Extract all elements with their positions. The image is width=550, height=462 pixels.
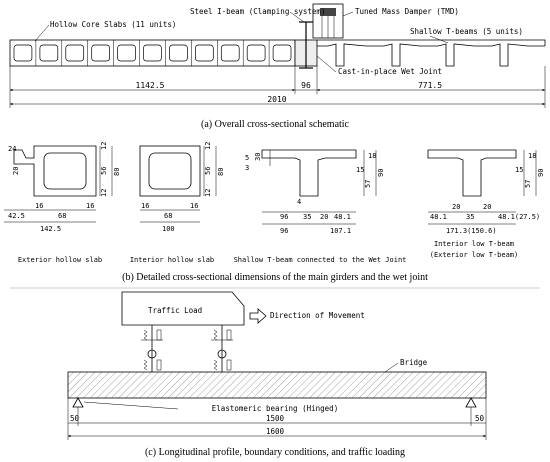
dim-int-16b: 16 <box>190 202 198 210</box>
dim-int-100: 100 <box>162 225 175 233</box>
hollow-cell <box>39 44 59 62</box>
bearing-label: Elastomeric bearing (Hinged) <box>212 404 338 413</box>
dim-st-5: 5 <box>245 154 249 162</box>
hollow-cell <box>91 44 110 62</box>
bridge-label: Bridge <box>400 358 428 367</box>
dim-ext-16a: 16 <box>35 202 43 210</box>
label-ext-t: (Exterior low T-beam) <box>430 251 519 259</box>
longitudinal-profile: Traffic Load Direction of Movement Bridg… <box>67 291 487 458</box>
dim-it-57: 57 <box>524 180 532 188</box>
label-int-t: Interior low T-beam <box>434 240 514 248</box>
hollow-cell <box>246 44 266 62</box>
bridge-girder <box>67 371 487 399</box>
dim-mid: 96 <box>301 81 311 90</box>
support-right <box>465 397 477 408</box>
caption-a: (a) Overall cross-sectional schematic <box>201 119 350 130</box>
dim-it-35: 35 <box>466 213 474 221</box>
label-shallow-t-detail: Shallow T-beam connected to the Wet Join… <box>234 256 407 264</box>
hollow-cell <box>117 44 136 62</box>
dim-ext-56: 56 <box>100 167 108 175</box>
dim-it-18: 18 <box>528 152 536 160</box>
detail-sections: 24 20 12 56 12 80 42.5 16 68 16 142.5 Ex… <box>4 142 545 289</box>
dim-st-20: 20 <box>320 213 328 221</box>
dim-ext-68: 68 <box>58 212 66 220</box>
dim-st-96a: 96 <box>280 213 288 221</box>
interior-hollow-slab: 12 56 12 80 16 68 16 100 Interior hollow… <box>130 142 225 264</box>
dim-ext-16b: 16 <box>86 202 94 210</box>
dim-c-mid: 1500 <box>266 414 285 423</box>
label-steel-ibeam: Steel I-beam (Clamping system) <box>190 7 325 16</box>
dim-ext-425: 42.5 <box>8 212 25 220</box>
hollow-cell <box>220 44 240 62</box>
dim-it-481a: 48.1 <box>430 213 447 221</box>
dim-int-12b: 12 <box>204 189 212 197</box>
hollow-cell <box>13 44 33 62</box>
dim-left: 1142.5 <box>136 81 165 90</box>
suspension-left <box>141 325 163 372</box>
dim-st-481: 48.1 <box>334 213 351 221</box>
dim-ext-20: 20 <box>12 167 20 175</box>
dim-it-15: 15 <box>515 166 523 174</box>
label-wet-joint: Cast-in-place Wet Joint <box>338 67 442 76</box>
caption-c: (c) Longitudinal profile, boundary condi… <box>145 447 405 458</box>
dim-st-35: 35 <box>303 213 311 221</box>
vehicle-body <box>121 291 245 326</box>
overall-dimensions: 1142.5 96 771.5 2010 <box>9 66 546 108</box>
dim-st-57: 57 <box>364 180 372 188</box>
dim-it-481b: 48.1(27.5) <box>498 213 540 221</box>
steel-ibeam <box>299 21 313 69</box>
shallow-t-beams <box>317 39 546 67</box>
dim-it-20a: 20 <box>452 203 460 211</box>
hollow-core-slabs <box>9 39 296 67</box>
label-tmd: Tuned Mass Damper (TMD) <box>355 7 459 16</box>
dim-c-total: 1600 <box>266 427 285 436</box>
dim-ext-12b: 12 <box>100 189 108 197</box>
label-hollow-core: Hollow Core Slabs (11 units) <box>50 20 176 29</box>
dim-ext-24: 24 <box>8 145 16 153</box>
dim-int-56: 56 <box>204 167 212 175</box>
dim-right: 771.5 <box>418 81 442 90</box>
dim-st-30: 30 <box>254 153 262 161</box>
dim-total: 2010 <box>267 95 286 104</box>
direction-label: Direction of Movement <box>270 311 365 320</box>
suspension-right <box>211 325 233 372</box>
dim-st-18: 18 <box>368 152 376 160</box>
hollow-cell <box>169 44 188 62</box>
traffic-load-label: Traffic Load <box>148 306 202 315</box>
overall-section: Hollow Core Slabs (11 units) Steel I-bea… <box>9 3 546 130</box>
dim-int-80: 80 <box>217 168 225 176</box>
interior-low-t-beam: 18 15 57 90 48.1 20 35 20 48.1(27.5) 171… <box>427 149 545 259</box>
dim-c-right: 50 <box>475 414 485 423</box>
dim-st-1071: 107.1 <box>330 227 351 235</box>
label-shallow-t: Shallow T-beams (5 units) <box>410 27 523 36</box>
dim-int-12a: 12 <box>204 142 212 150</box>
shallow-t-beam-detail: 5 3 30 18 15 57 90 4 96 35 20 48.1 96 10… <box>234 149 407 264</box>
label-ext-slab: Exterior hollow slab <box>18 256 102 264</box>
label-int-slab: Interior hollow slab <box>130 256 214 264</box>
hollow-cell <box>195 44 214 62</box>
dim-st-90: 90 <box>377 169 385 177</box>
dim-ext-80: 80 <box>113 168 121 176</box>
hollow-cell <box>272 44 292 62</box>
hollow-cell <box>65 44 85 62</box>
dim-st-4: 4 <box>297 198 301 206</box>
dim-c-left: 50 <box>70 414 80 423</box>
hollow-cell <box>143 44 162 62</box>
longitudinal-dimensions: 50 1500 50 1600 <box>67 398 487 440</box>
dim-it-20b: 20 <box>483 203 491 211</box>
dim-int-16a: 16 <box>141 202 149 210</box>
dim-ext-1425: 142.5 <box>40 225 61 233</box>
dim-ext-12a: 12 <box>100 142 108 150</box>
dim-int-68: 68 <box>164 212 172 220</box>
caption-b: (b) Detailed cross-sectional dimensions … <box>122 272 428 283</box>
tmd-device <box>312 3 344 39</box>
exterior-hollow-slab: 24 20 12 56 12 80 42.5 16 68 16 142.5 Ex… <box>4 142 121 264</box>
dim-st-96b: 96 <box>280 227 288 235</box>
dim-it-171: 171.3(150.6) <box>446 227 497 235</box>
support-left <box>72 397 84 408</box>
dim-st-15: 15 <box>356 166 364 174</box>
dim-st-3: 3 <box>245 164 249 172</box>
dim-it-90: 90 <box>537 169 545 177</box>
